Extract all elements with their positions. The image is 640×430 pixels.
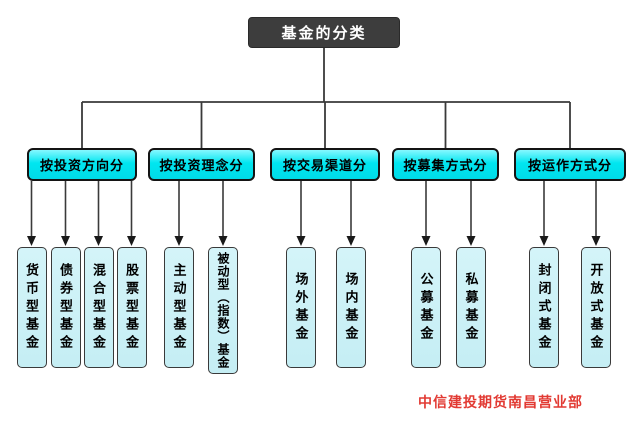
leaf-node-label: 被动型（指数）基金	[216, 252, 230, 369]
leaf-node-4-2: 私募基金	[456, 247, 486, 368]
category-node-1: 按投资方向分	[27, 148, 137, 181]
leaf-node-5-1: 封闭式基金	[529, 247, 559, 368]
leaf-node-2-2: 被动型（指数）基金	[208, 247, 238, 374]
leaf-node-3-1: 场外基金	[286, 247, 316, 368]
category-node-3: 按交易渠道分	[270, 148, 380, 181]
leaf-node-label: 货币型基金	[24, 262, 39, 353]
leaf-node-2-1: 主动型基金	[164, 247, 194, 368]
leaf-node-4-1: 公募基金	[411, 247, 441, 368]
category-node-2: 按投资理念分	[148, 148, 255, 181]
leaf-node-1-4: 股票型基金	[116, 247, 147, 368]
leaf-node-label: 封闭式基金	[536, 262, 552, 353]
leaf-node-3-2: 场内基金	[336, 247, 366, 368]
leaf-node-label: 开放式基金	[588, 262, 604, 353]
leaf-node-label: 场内基金	[343, 271, 359, 344]
leaf-node-label: 主动型基金	[171, 262, 187, 353]
leaf-node-label: 股票型基金	[124, 262, 139, 353]
leaf-node-label: 场外基金	[293, 271, 309, 344]
leaf-node-5-2: 开放式基金	[581, 247, 611, 368]
leaf-node-1-1: 货币型基金	[16, 247, 47, 368]
leaf-node-1-2: 债券型基金	[50, 247, 81, 368]
category-node-5: 按运作方式分	[514, 148, 626, 181]
root-node-fund-classification: 基金的分类	[248, 17, 400, 48]
leaf-node-label: 私募基金	[463, 271, 479, 344]
leaf-node-label: 混合型基金	[91, 262, 106, 353]
leaf-node-label: 债券型基金	[58, 262, 73, 353]
category-node-4: 按募集方式分	[392, 148, 499, 181]
leaf-node-label: 公募基金	[418, 271, 434, 344]
watermark-text: 中信建投期货南昌营业部	[418, 394, 583, 410]
leaf-node-1-3: 混合型基金	[83, 247, 114, 368]
